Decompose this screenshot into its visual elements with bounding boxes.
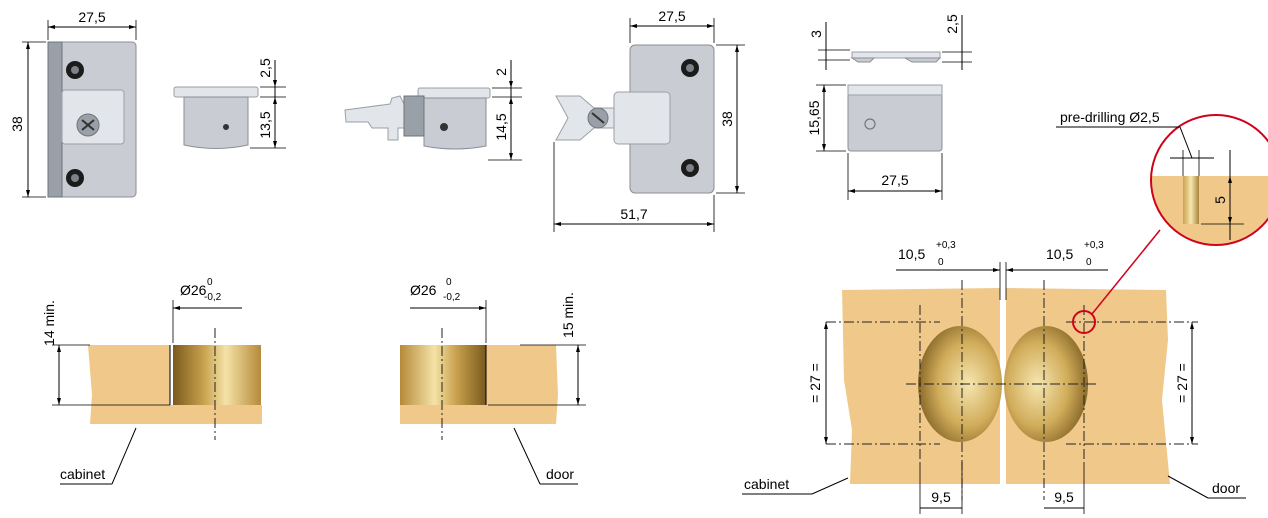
part-cabinet-front-view: [47, 41, 137, 198]
dim-w1-label: 27,5: [78, 9, 105, 25]
dim-diam-cabinet-label: Ø26: [180, 282, 207, 298]
label-cabinet-right: cabinet: [742, 476, 849, 495]
dimension-w517: 51,7: [553, 142, 715, 232]
dimension-offset-left: 10,5 +0,3 0: [896, 240, 1001, 300]
dimension-w1: 27,5: [47, 9, 137, 40]
cabinet-section: [88, 328, 262, 440]
dimension-h1: 38: [9, 41, 46, 198]
dimension-depth-cabinet: 14 min.: [41, 300, 170, 406]
dim-spacing-right-label: = 27 =: [1174, 363, 1190, 403]
dimension-h2: 38: [716, 44, 745, 194]
label-cabinet-left: cabinet: [60, 427, 137, 485]
dimension-spacing-left: = 27 =: [807, 322, 828, 444]
dim-w3-label: 27,5: [881, 172, 908, 188]
dim-edge-right-label: 9,5: [1054, 489, 1074, 505]
dimension-diam-door: Ø26 0 -0,2: [410, 277, 487, 343]
dim-offset-right-lower: 0: [1086, 257, 1092, 268]
dimension-d25b: 2,5: [942, 14, 972, 70]
dim-diam-door-upper: 0: [446, 277, 452, 288]
dim-d2-label: 2: [493, 68, 509, 76]
dimension-d25-d135: 2,5 13,5: [250, 58, 286, 149]
dimension-w2: 27,5: [629, 8, 715, 43]
dim-offset-right-upper: +0,3: [1084, 240, 1104, 251]
dim-offset-left-label: 10,5: [898, 246, 925, 262]
dim-offset-left-upper: +0,3: [936, 240, 956, 251]
cabinet-label-right: cabinet: [744, 476, 789, 492]
part-cover-plate: [847, 51, 943, 152]
dim-offset-right-label: 10,5: [1046, 246, 1073, 262]
part-cylinder-side-view: [173, 86, 259, 149]
dim-d1565-label: 15,65: [806, 100, 822, 135]
dimension-spacing-right: = 27 =: [1174, 322, 1194, 444]
dim-diam-cabinet-lower: -0,2: [204, 292, 222, 303]
dim-d145-label: 14,5: [493, 113, 509, 140]
dimension-d2-d145: 2 14,5: [488, 60, 522, 161]
dim-diam-cabinet-upper: 0: [207, 277, 213, 288]
dimension-diam-cabinet: Ø26 0 -0,2: [172, 277, 242, 343]
dim-d25b-label: 2,5: [944, 14, 960, 34]
dim-d3-label: 3: [808, 30, 824, 38]
dimension-edge-left: 9,5: [919, 462, 963, 514]
dim-predrill-depth-label: 5: [1212, 196, 1228, 204]
dimension-d1565: 15,65: [806, 84, 846, 152]
boards-top-view: [826, 280, 1198, 500]
dimension-d3: 3: [808, 22, 850, 70]
label-door-left: door: [513, 427, 578, 485]
dimension-depth-door: 15 min.: [488, 292, 586, 406]
dim-diam-door-label: Ø26: [410, 282, 437, 298]
dim-h1-label: 38: [9, 116, 25, 132]
dim-spacing-left-label: = 27 =: [807, 363, 823, 403]
cabinet-label-left: cabinet: [60, 466, 105, 482]
part-door-top-view: [555, 44, 715, 194]
dim-w2-label: 27,5: [658, 8, 685, 24]
door-section: [400, 328, 558, 440]
door-label-left: door: [546, 466, 574, 482]
dim-d135-label: 13,5: [257, 111, 273, 138]
dim-offset-left-lower: 0: [938, 257, 944, 268]
dim-h2-label: 38: [719, 111, 735, 127]
dim-w517-label: 51,7: [620, 206, 647, 222]
predrill-callout: 5 pre-drilling Ø2,5: [1056, 109, 1268, 334]
label-door-right: door: [1167, 475, 1246, 499]
dimension-offset-right: 10,5 +0,3 0: [1005, 240, 1108, 300]
dim-diam-door-lower: -0,2: [443, 292, 461, 303]
dim-depth-cabinet-label: 14 min.: [41, 300, 57, 346]
dimension-w3: 27,5: [847, 153, 943, 200]
dimension-edge-right: 9,5: [1044, 462, 1085, 514]
part-assembled-side-view: [344, 87, 491, 150]
dim-edge-left-label: 9,5: [931, 489, 951, 505]
door-label-right: door: [1212, 480, 1240, 496]
dim-d25-label: 2,5: [257, 58, 273, 78]
dim-depth-door-label: 15 min.: [560, 292, 576, 338]
predrilling-label: pre-drilling Ø2,5: [1060, 109, 1160, 125]
